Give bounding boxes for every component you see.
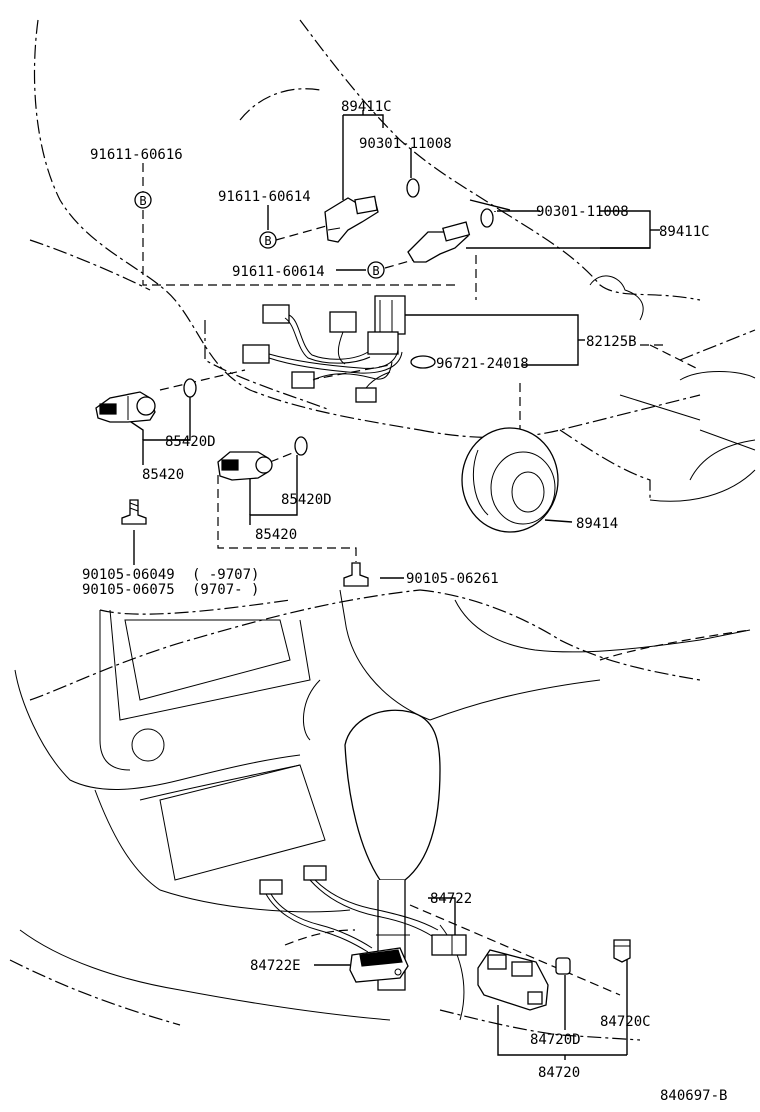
label-85420-b: 85420 [255, 527, 297, 543]
label-90301-right: 90301-11008 [536, 204, 629, 220]
speed-sensor-gear-icon [461, 427, 559, 533]
label-91611-c: 91611-60614 [232, 264, 325, 280]
o-ring-icon [183, 178, 494, 456]
switch-icon [477, 949, 549, 1011]
label-84720c: 84720C [600, 1014, 651, 1030]
drawing-number: 840697-B [660, 1088, 727, 1104]
label-84720: 84720 [538, 1065, 580, 1081]
label-85420d-b: 85420D [281, 492, 332, 508]
label-90105-c: 90105-06261 [406, 571, 499, 587]
svg-text:B: B [372, 264, 379, 278]
solenoid-icon [217, 451, 273, 481]
label-84720d: 84720D [530, 1032, 581, 1048]
grommet-icon [349, 947, 409, 983]
label-89414: 89414 [576, 516, 618, 532]
svg-text:B: B [139, 194, 146, 208]
part-labels: 89411C 90301-11008 91611-60616 91611-606… [82, 99, 727, 1104]
engine-outline [29, 19, 756, 502]
label-84722e: 84722E [250, 958, 301, 974]
solenoid-icon [95, 391, 156, 423]
label-91611-b: 91611-60614 [218, 189, 311, 205]
label-89411c-top: 89411C [341, 99, 392, 115]
label-89411c-right: 89411C [659, 224, 710, 240]
sensor-icon [324, 195, 379, 243]
sensor-icon [407, 221, 471, 263]
label-84722: 84722 [430, 891, 472, 907]
screw-icon [613, 939, 631, 963]
connector-icon [259, 865, 467, 956]
label-85420d-a: 85420D [165, 434, 216, 450]
label-82125b: 82125B [586, 334, 637, 350]
label-90105-b-range: (9707- ) [192, 582, 259, 598]
label-91611-a: 91611-60616 [90, 147, 183, 163]
wire-harness-icon [242, 295, 406, 403]
label-90301-top: 90301-11008 [359, 136, 452, 152]
bolt-icon: B [367, 261, 385, 279]
bolt-icon: B [259, 231, 277, 249]
label-90105-a: 90105-06049 [82, 567, 175, 583]
shift-knob-icon [344, 709, 441, 991]
screw-icon [343, 562, 369, 587]
label-90105-b: 90105-06075 [82, 582, 175, 598]
switch-cap-icon [555, 957, 571, 975]
label-90105-a-range: ( -9707) [192, 567, 259, 583]
screw-icon [121, 499, 147, 525]
svg-text:B: B [264, 234, 271, 248]
bolt-icon: B [134, 191, 152, 209]
label-85420-a: 85420 [142, 467, 184, 483]
console-outline [9, 589, 751, 1041]
label-96721: 96721-24018 [436, 356, 529, 372]
